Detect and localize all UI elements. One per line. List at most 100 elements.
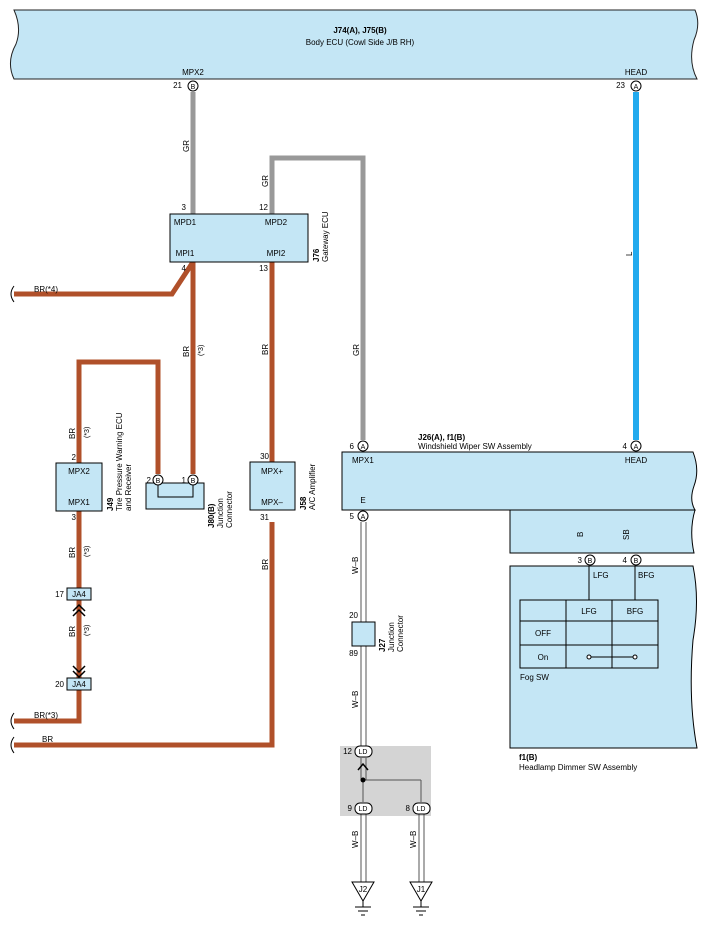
wire-label-note: (*3) (84, 546, 91, 557)
pin-mpi2: MPI2 (267, 249, 286, 258)
pin-mpd2: MPD2 (265, 218, 288, 227)
wire-label-l: L (625, 251, 634, 256)
connector-tag-a: A (634, 444, 639, 451)
body-ecu-code: J74(A), J75(B) (333, 26, 387, 35)
pin-num-9: 9 (348, 804, 353, 813)
j27-junction-connector: 20 89 J27 Junction Connector (349, 611, 405, 658)
wire-label-gr: GR (261, 175, 270, 187)
tpms-ecu-name-2: and Receiver (124, 464, 133, 511)
fog-sw-label: Fog SW (520, 673, 549, 682)
pin-mpx1: MPX1 (352, 456, 374, 465)
fog-row-on: On (538, 653, 549, 662)
connector-tag-b: B (588, 558, 593, 565)
j80-name-2: Connector (225, 491, 234, 528)
wire-label-br-star4: BR(*4) (34, 285, 58, 294)
wire-label-gr: GR (352, 344, 361, 356)
wiper-sw-name: Windshield Wiper SW Assembly (418, 442, 532, 451)
ld-label-out-1: LD (359, 806, 368, 813)
tpms-ecu-name-1: Tire Pressure Warning ECU (115, 412, 124, 511)
ac-amplifier: MPX+ MPX– 30 31 J58 A/C Amplifier (249, 452, 317, 522)
pin-num-1: 1 (182, 476, 187, 485)
pin-num-2: 2 (72, 453, 77, 462)
pin-num-30: 30 (260, 452, 269, 461)
wire-label-br-star3: BR(*3) (34, 711, 58, 720)
pin-head: HEAD (625, 456, 647, 465)
pin-num-20: 20 (349, 611, 358, 620)
pin-num-31: 31 (260, 513, 269, 522)
wire-br-tpms-j80 (76, 359, 161, 474)
pin-mpx-plus: MPX+ (261, 467, 283, 476)
ld-label-in: LD (359, 749, 368, 756)
gateway-ecu-name: Gateway ECU (321, 211, 330, 262)
fog-col-bfg: BFG (627, 607, 643, 616)
pin-mpx2: MPX2 (182, 68, 204, 77)
connector-tag-a: A (634, 84, 639, 91)
j27-code: J27 (378, 638, 387, 652)
connector-tag-b: B (634, 558, 639, 565)
wire-label-b: B (576, 532, 585, 537)
connector-tag-b: B (156, 478, 161, 485)
pin-num-3: 3 (182, 203, 187, 212)
wire-label-note: (*3) (198, 345, 205, 356)
wire-label-note: (*3) (84, 427, 91, 438)
connector-tag-b: B (191, 84, 196, 91)
ground-j1: J1 (409, 881, 433, 916)
j27-name-2: Connector (396, 615, 405, 652)
wiper-sw-code: J26(A), f1(B) (418, 433, 465, 442)
wire-label-note: (*3) (84, 625, 91, 636)
body-ecu: J74(A), J75(B) Body ECU (Cowl Side J/B R… (10, 9, 699, 92)
j80-junction-connector: 2 B 1 B J80(B) Junction Connector (145, 474, 234, 528)
dimmer-sw-name: Headlamp Dimmer SW Assembly (519, 763, 637, 772)
pin-mpx1: MPX1 (68, 498, 90, 507)
ld-ground-splice: LD 12 LD 9 LD 8 (340, 745, 431, 882)
wire-break-marks (10, 285, 15, 754)
ground-j2: J2 (351, 881, 375, 916)
wire-label-sb: SB (622, 529, 631, 540)
fog-sw-table: LFG BFG OFF On Fog SW (519, 599, 659, 682)
pin-num-3: 3 (578, 556, 583, 565)
pin-e: E (360, 496, 365, 505)
gateway-ecu: MPD1 MPD2 MPI1 MPI2 3 12 4 13 J76 Gatewa… (169, 203, 330, 273)
wire-gr-mpd2-mpx1 (269, 155, 366, 440)
wire-label-br: BR (68, 626, 77, 637)
ground-j2-label: J2 (359, 885, 368, 894)
pin-mpi1: MPI1 (176, 249, 195, 258)
pin-num-20: 20 (55, 680, 64, 689)
pin-mpd1: MPD1 (174, 218, 197, 227)
fog-col-lfg: LFG (581, 607, 597, 616)
tpms-ecu-code: J49 (106, 497, 115, 511)
wire-label-wb: W–B (351, 831, 360, 848)
pin-num-6: 6 (350, 442, 355, 451)
connector-tag-a: A (361, 514, 366, 521)
connector-tag-b: B (191, 478, 196, 485)
wire-label-br: BR (182, 346, 191, 357)
pin-num-23: 23 (616, 81, 625, 90)
wire-label-wb: W–B (409, 831, 418, 848)
j80-code: J80(B) (207, 503, 216, 528)
ground-j1-label: J1 (417, 885, 426, 894)
j80-name-1: Junction (216, 498, 225, 528)
pin-num-4: 4 (623, 556, 628, 565)
wire-br-acamp-out (14, 522, 275, 748)
pin-num-4: 4 (182, 264, 187, 273)
wire-br-star3-out (14, 690, 82, 724)
gateway-ecu-code: J76 (312, 248, 321, 262)
ac-amp-code: J58 (299, 496, 308, 510)
pin-num-12: 12 (259, 203, 268, 212)
wire-wb-e-j27 (360, 522, 367, 746)
pin-mpx-minus: MPX– (261, 498, 283, 507)
pin-num-21: 21 (173, 81, 182, 90)
fog-row-off: OFF (535, 629, 551, 638)
pin-head: HEAD (625, 68, 647, 77)
pin-num-89: 89 (349, 649, 358, 658)
pin-num-5: 5 (350, 512, 355, 521)
wire-label-br: BR (42, 735, 53, 744)
pin-lfg: LFG (593, 571, 609, 580)
wiper-sw-assembly: J26(A), f1(B) Windshield Wiper SW Assemb… (341, 433, 698, 554)
pin-bfg: BFG (638, 571, 654, 580)
ac-amp-name: A/C Amplifier (308, 463, 317, 510)
dimmer-sw-code: f1(B) (519, 753, 538, 762)
pin-num-13: 13 (259, 264, 268, 273)
wire-label-br: BR (261, 344, 270, 355)
